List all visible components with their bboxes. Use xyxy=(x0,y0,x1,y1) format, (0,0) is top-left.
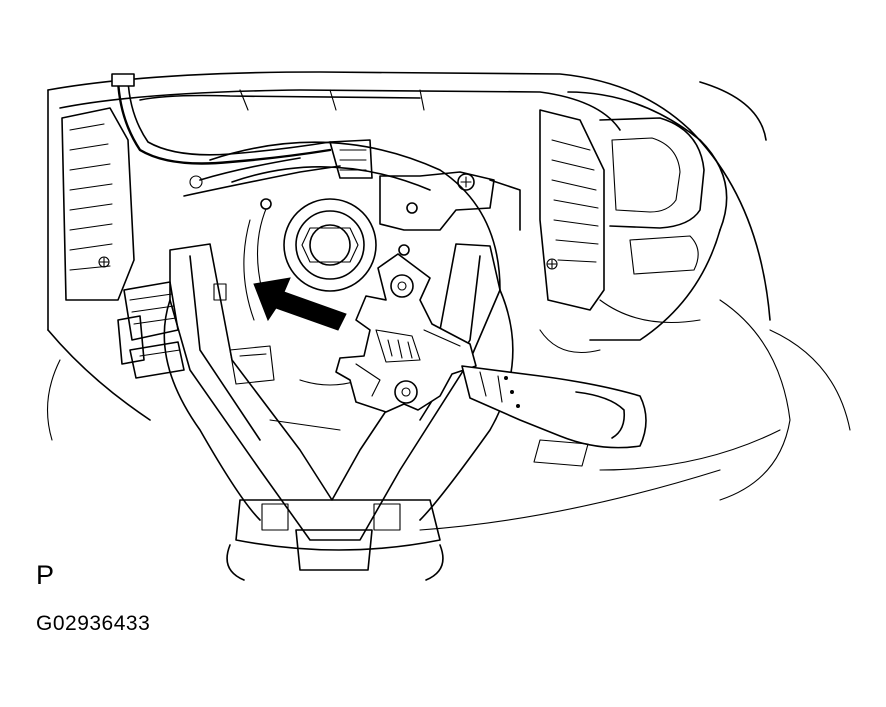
view-label: P xyxy=(36,560,55,590)
direction-arrow xyxy=(253,277,347,331)
left-connectors xyxy=(117,281,185,379)
clock-spring xyxy=(209,141,501,321)
cruise-control-switch xyxy=(335,253,647,449)
lower-cover xyxy=(226,499,444,581)
dashboard-lines xyxy=(419,299,781,531)
right-switch-cluster xyxy=(539,109,605,311)
left-switch-cluster xyxy=(61,107,135,301)
steering-wheel-rim xyxy=(46,71,851,501)
figure-id: G02936433 xyxy=(36,612,151,635)
spokes xyxy=(163,243,514,541)
upper-wire-harness xyxy=(111,73,425,197)
mounting-plate xyxy=(379,171,521,256)
